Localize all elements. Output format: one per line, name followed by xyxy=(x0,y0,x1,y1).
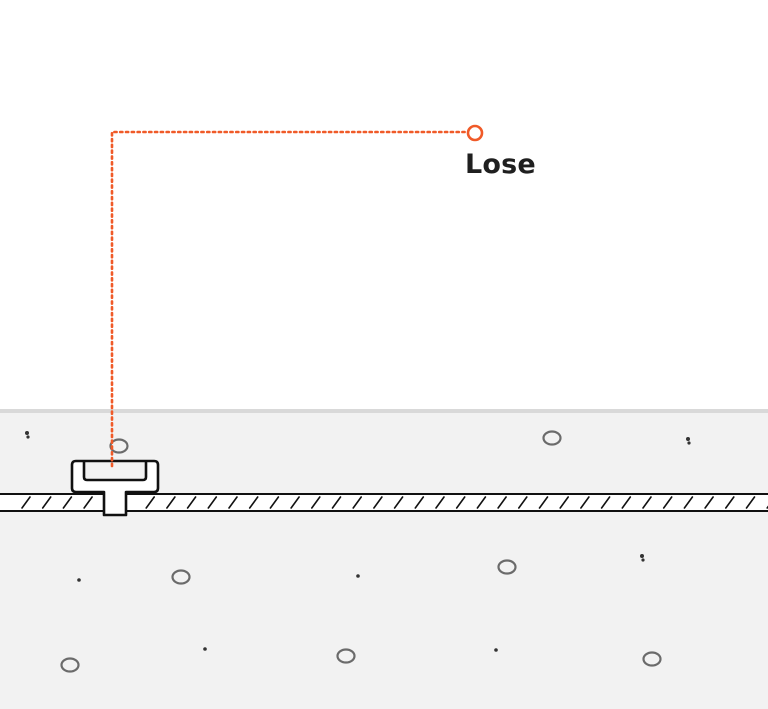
hatch-mark xyxy=(580,496,590,509)
pebble xyxy=(542,430,562,446)
speck xyxy=(640,554,644,558)
hatch-mark xyxy=(724,496,735,509)
pebble xyxy=(642,651,662,667)
hatch-mark xyxy=(704,496,714,509)
hatch-mark xyxy=(476,496,487,509)
hatch-mark xyxy=(145,496,155,509)
hatch-mark xyxy=(62,496,73,509)
hatch-mark xyxy=(745,496,756,509)
hatch-mark xyxy=(373,496,383,509)
hatch-mark xyxy=(269,496,280,509)
hatch-mark xyxy=(435,496,445,509)
speck xyxy=(77,578,81,582)
callout-ring-icon xyxy=(466,124,484,142)
hatch-mark xyxy=(166,496,176,509)
hatched-track xyxy=(0,493,768,512)
hatch-mark xyxy=(683,496,694,509)
hatch-mark xyxy=(41,496,52,509)
ground-top-edge xyxy=(0,409,768,413)
speck xyxy=(25,431,29,435)
speck xyxy=(356,574,360,578)
speck xyxy=(494,648,498,652)
speck xyxy=(641,558,645,562)
callout-label: Lose xyxy=(465,149,536,180)
speck xyxy=(26,435,30,439)
hatch-mark xyxy=(517,496,528,509)
hatch-mark xyxy=(290,496,300,509)
hatch-mark xyxy=(228,496,238,509)
ground-surface xyxy=(0,410,768,709)
hatch-mark xyxy=(248,496,259,509)
hatch-mark xyxy=(331,496,342,509)
hatch-mark xyxy=(352,496,363,509)
speck xyxy=(687,441,691,445)
t-clip-icon xyxy=(70,459,160,517)
pebble xyxy=(497,559,517,575)
hatch-mark xyxy=(455,496,466,509)
hatch-mark xyxy=(393,496,404,509)
hatch-mark xyxy=(559,496,570,509)
hatch-mark xyxy=(207,496,218,509)
speck xyxy=(203,647,207,651)
hatch-mark xyxy=(497,496,507,509)
pebble xyxy=(109,438,129,454)
hatch-mark xyxy=(621,496,632,509)
hatch-mark xyxy=(414,496,425,509)
speck xyxy=(686,437,690,441)
hatch-mark xyxy=(600,496,611,509)
hatch-mark xyxy=(662,496,673,509)
pebble xyxy=(60,657,80,673)
callout-leader-line xyxy=(110,130,469,468)
ground-specks xyxy=(25,431,691,652)
ground-texture xyxy=(60,430,662,673)
hatch-mark xyxy=(310,496,321,509)
hatch-mark xyxy=(642,496,652,509)
pebble xyxy=(336,648,356,664)
hatch-mark xyxy=(21,496,31,509)
pebble xyxy=(171,569,191,585)
hatch-mark xyxy=(83,496,93,509)
hatch-mark xyxy=(538,496,549,509)
hatch-mark xyxy=(186,496,197,509)
